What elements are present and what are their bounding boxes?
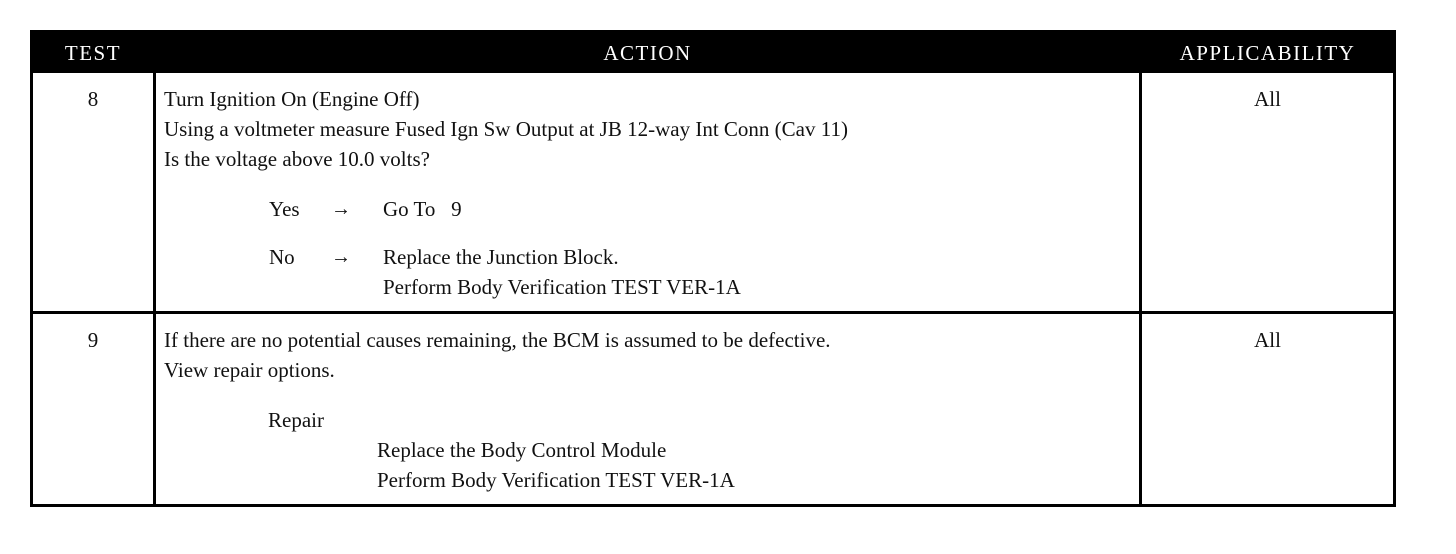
action-line: If there are no potential causes remaini… xyxy=(164,328,831,352)
applicability-value: All xyxy=(1254,328,1281,352)
table-row: 9 If there are no potential causes remai… xyxy=(33,314,1393,507)
header-test: TEST xyxy=(64,41,122,65)
repair-label: Repair xyxy=(268,408,324,432)
action-line: View repair options. xyxy=(164,358,335,382)
no-result-line: Perform Body Verification TEST VER-1A xyxy=(383,275,741,299)
no-label: No xyxy=(269,245,295,269)
test-number: 9 xyxy=(87,328,99,352)
repair-line: Replace the Body Control Module xyxy=(377,438,667,462)
row-divider xyxy=(33,311,1393,314)
column-divider xyxy=(1139,73,1142,504)
yes-result: Go To 9 xyxy=(383,197,462,221)
action-line: Is the voltage above 10.0 volts? xyxy=(164,147,430,171)
applicability-value: All xyxy=(1254,87,1281,111)
action-text: Turn Ignition On (Engine Off) Using a vo… xyxy=(164,84,848,174)
action-text: If there are no potential causes remaini… xyxy=(164,325,831,385)
action-line: Turn Ignition On (Engine Off) xyxy=(164,87,420,111)
header-action: ACTION xyxy=(603,41,692,65)
table-row: 8 Turn Ignition On (Engine Off) Using a … xyxy=(33,73,1393,311)
action-line: Using a voltmeter measure Fused Ign Sw O… xyxy=(164,117,848,141)
test-number: 8 xyxy=(87,87,99,111)
no-result: Replace the Junction Block. Perform Body… xyxy=(383,242,741,302)
column-divider xyxy=(153,73,156,504)
diagnostic-test-table: TEST ACTION APPLICABILITY 8 Turn Ignitio… xyxy=(30,30,1396,507)
no-result-line: Replace the Junction Block. xyxy=(383,245,619,269)
right-arrow-icon: → xyxy=(331,198,351,220)
repair-steps: Replace the Body Control Module Perform … xyxy=(377,435,735,495)
repair-line: Perform Body Verification TEST VER-1A xyxy=(377,468,735,492)
yes-label: Yes xyxy=(269,197,300,221)
table-header: TEST ACTION APPLICABILITY xyxy=(33,33,1393,73)
header-applicability: APPLICABILITY xyxy=(1179,41,1356,65)
right-arrow-icon: → xyxy=(331,246,351,268)
